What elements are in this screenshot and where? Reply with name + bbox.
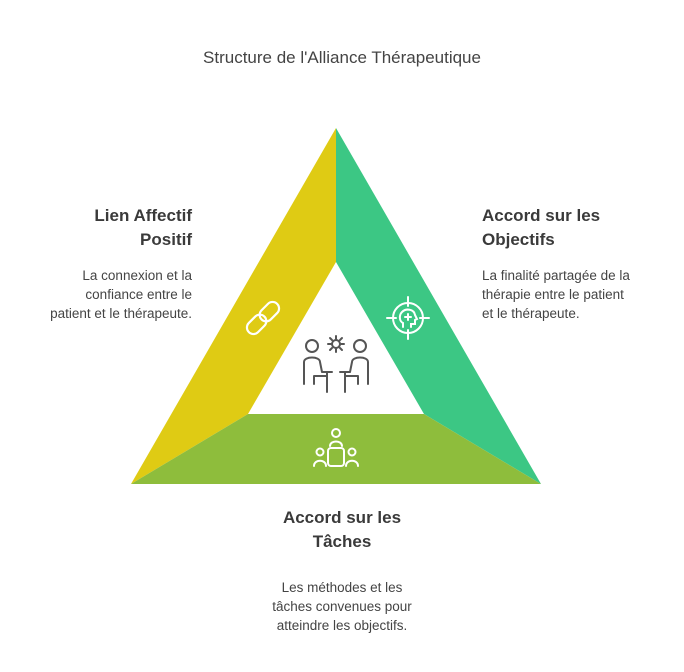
meeting-table-icon: [313, 428, 359, 467]
tasks-agreement-description: Les méthodes et les tâches convenues pou…: [272, 580, 412, 633]
segment-affective-bond: [131, 128, 336, 484]
segment-goals-agreement: [336, 128, 541, 484]
affective-bond-heading: Lien Affectif Positif: [94, 206, 192, 249]
link-icon: [245, 300, 281, 336]
goals-agreement-heading: Accord sur les Objectifs: [482, 206, 601, 249]
affective-bond-block: Lien Affectif Positif La connexion et la…: [20, 204, 192, 323]
goals-agreement-block: Accord sur les Objectifs La finalité par…: [482, 204, 672, 323]
target-head-icon: [386, 296, 430, 340]
affective-bond-description: La connexion et la confiance entre le pa…: [50, 268, 192, 321]
diagram-title: Structure de l'Alliance Thérapeutique: [203, 48, 481, 67]
tasks-agreement-heading: Accord sur les Tâches: [282, 508, 402, 551]
tasks-agreement-block: Accord sur les Tâches Les méthodes et le…: [220, 506, 464, 635]
goals-agreement-description: La finalité partagée de la thérapie entr…: [482, 268, 630, 321]
two-people-gear-icon: [303, 335, 369, 393]
